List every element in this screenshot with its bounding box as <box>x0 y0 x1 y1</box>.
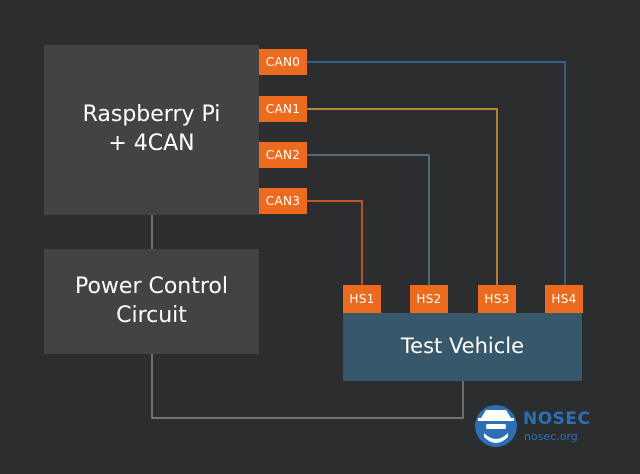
raspberry-pi-line1: Raspberry Pi <box>82 102 221 128</box>
port-can2: CAN2 <box>259 142 307 168</box>
port-can1: CAN1 <box>259 96 307 122</box>
raspberry-pi-box <box>44 45 259 215</box>
port-hs2: HS2 <box>410 285 448 313</box>
power-control-box <box>44 249 259 354</box>
nosec-logo <box>475 405 517 447</box>
raspberry-pi-line2: + 4CAN <box>108 131 195 156</box>
test-vehicle-label: Test Vehicle <box>343 313 582 381</box>
raspberry-pi-label: Raspberry Pi + 4CAN <box>44 45 259 215</box>
wire-can3-hs1 <box>307 200 363 285</box>
power-control-line1: Power Control <box>74 273 229 299</box>
test-vehicle-text: Test Vehicle <box>400 334 525 359</box>
power-control-label: Power Control Circuit <box>44 249 259 354</box>
logo-url: nosec.org <box>524 430 578 443</box>
port-hs4: HS4 <box>545 285 583 313</box>
port-can3: CAN3 <box>259 188 307 214</box>
logo-name: NOSEC <box>523 409 591 429</box>
port-can0: CAN0 <box>259 49 307 75</box>
power-control-line2: Circuit <box>116 302 187 328</box>
test-vehicle-box <box>343 313 582 381</box>
wire-can1-hs3 <box>307 108 498 285</box>
wire-can2-hs2 <box>307 154 430 285</box>
wire-power-vehicle <box>151 354 464 419</box>
wire-can0-hs4 <box>307 61 566 285</box>
port-hs1: HS1 <box>343 285 381 313</box>
port-hs3: HS3 <box>478 285 516 313</box>
